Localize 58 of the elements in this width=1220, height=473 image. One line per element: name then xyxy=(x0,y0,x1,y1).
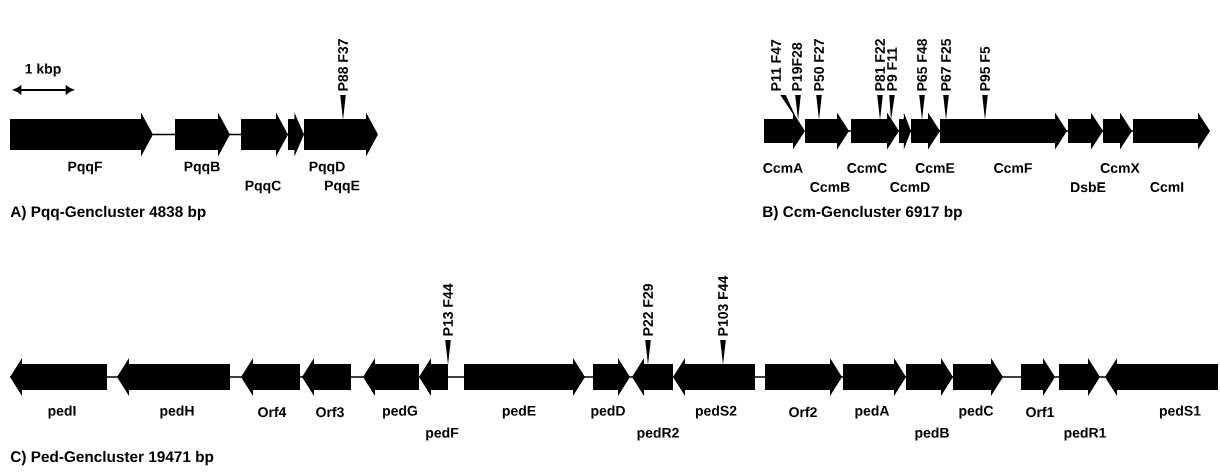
node-label: pedF xyxy=(426,427,459,441)
node-label: CcmE xyxy=(915,163,955,173)
node-label: pedE xyxy=(502,405,536,419)
gene-block: pedA xyxy=(843,358,906,419)
node-label: pedC xyxy=(959,405,994,419)
node-label: pedH xyxy=(160,405,194,419)
gene-block: pedG xyxy=(363,358,419,419)
gene-block: CcmE xyxy=(911,112,955,173)
gene-block: PqqC xyxy=(241,112,288,194)
node-label: pedI xyxy=(48,405,76,419)
node-label: pedR2 xyxy=(637,427,679,441)
node-label: PqqF xyxy=(68,161,102,175)
panel-title: A) Pqq-Gencluster 4838 bp xyxy=(10,205,206,221)
node-label: DsbE xyxy=(1071,181,1106,193)
node-label: CcmI xyxy=(1150,182,1184,192)
node-label: pedR1 xyxy=(1064,427,1106,441)
node-label: CcmC xyxy=(847,163,887,173)
gene-block: CcmC xyxy=(847,112,899,173)
node-label: pedA xyxy=(855,405,890,419)
node-label: PqqC xyxy=(245,180,281,194)
node-label: pedS2 xyxy=(695,405,737,419)
gene-block: pedR1 xyxy=(1059,358,1106,441)
node-label: PqqE xyxy=(325,180,360,194)
node-label: pedG xyxy=(383,405,418,419)
node-label: CcmA xyxy=(763,163,803,173)
gene-block: PqqD xyxy=(288,112,345,175)
panel-title: B) Ccm-Gencluster 6917 bp xyxy=(763,205,962,221)
gene-block: pedC xyxy=(953,358,1003,419)
gene-block: Orf3 xyxy=(302,358,351,418)
node-label: CcmF xyxy=(994,163,1032,173)
node-label: pedS1 xyxy=(1159,405,1201,419)
node-label: Orf1 xyxy=(1026,406,1054,418)
node-label: PqqB xyxy=(184,161,220,175)
gene-block: PqqB xyxy=(175,112,230,175)
gene-block: CcmA xyxy=(763,112,805,173)
node-label: CcmX xyxy=(1100,163,1140,173)
gene-block: Orf4 xyxy=(241,358,300,418)
gene-block: Orf1 xyxy=(1021,358,1055,418)
scale-label: 1 kbp xyxy=(25,63,61,77)
panel-title: C) Ped-Gencluster 19471 bp xyxy=(10,450,214,466)
gene-block: pedH xyxy=(117,358,230,419)
node-label: Orf2 xyxy=(789,406,817,418)
node-label: CcmD xyxy=(890,182,930,192)
gene-block: pedF xyxy=(419,358,459,441)
gene-block: pedB xyxy=(906,358,953,441)
node-label: pedD xyxy=(591,405,625,419)
gene-block: pedD xyxy=(591,358,630,419)
node-label: CcmB xyxy=(810,182,850,192)
gene-block: pedE xyxy=(464,358,585,419)
gene-block: pedI xyxy=(10,358,107,419)
gene-block: pedS1 xyxy=(1105,358,1218,419)
node-label: pedB xyxy=(915,427,949,441)
gene-block: Orf2 xyxy=(765,358,842,418)
node-label: Orf4 xyxy=(258,406,287,418)
node-label: Orf3 xyxy=(316,406,344,418)
gene-block: PqqF xyxy=(10,112,153,175)
node-label: PqqD xyxy=(309,161,345,175)
gene-block: CcmX xyxy=(1100,112,1140,173)
